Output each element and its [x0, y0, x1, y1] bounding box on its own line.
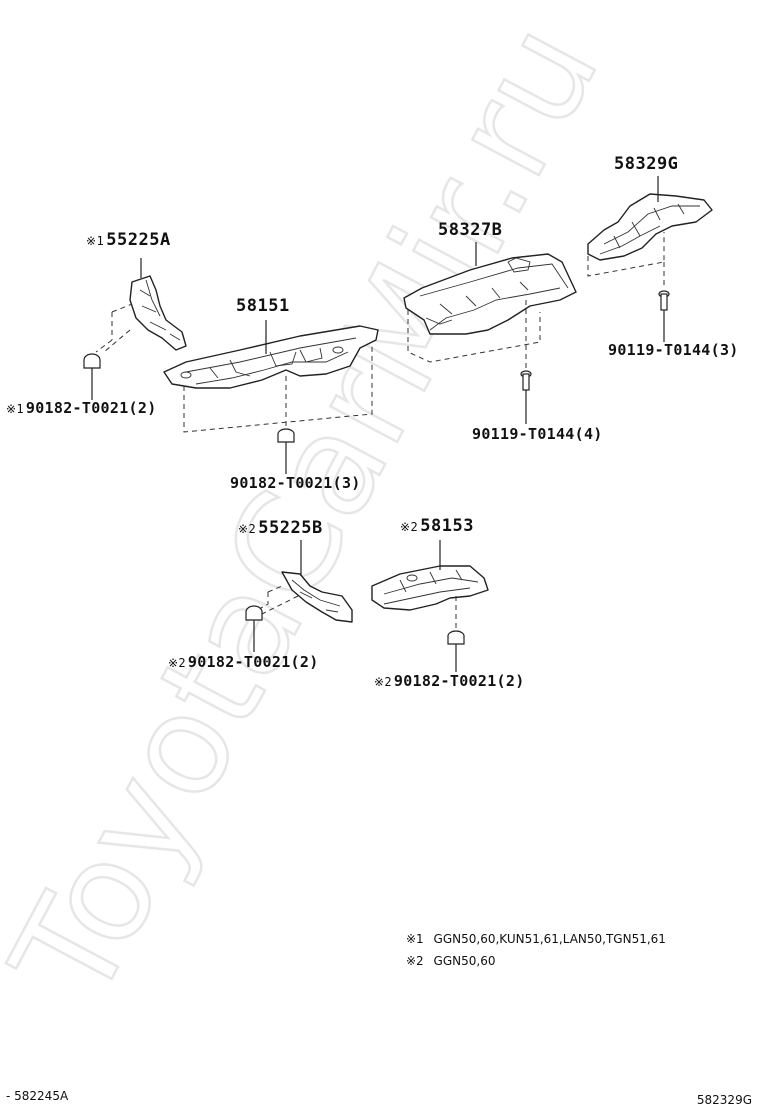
nut-90182-a-drawing [83, 353, 101, 400]
part-number: 58327B [438, 220, 503, 240]
nut-90182-c-drawing [245, 605, 263, 652]
note-1: ※1 GGN50,60,KUN51,61,LAN50,TGN51,61 [406, 933, 666, 945]
nut-90182-d-drawing [447, 630, 465, 672]
part-number: 58151 [236, 296, 290, 316]
part-label-58327b[interactable]: 58327B [438, 222, 502, 239]
bolt-90119-a-drawing [520, 370, 532, 424]
fastener-label-90182-b[interactable]: 90182-T0021(3) [230, 476, 361, 491]
part-label-58151[interactable]: 58151 [236, 298, 290, 315]
fastener-number: 90119-T0144(4) [472, 425, 603, 443]
part-number: 55225A [106, 230, 171, 250]
note-mark: ※1 [406, 932, 424, 946]
applicability-mark: ※2 [168, 656, 186, 670]
applicability-mark: ※1 [86, 234, 105, 248]
fastener-number: 90119-T0144(3) [608, 341, 739, 359]
applicability-mark: ※2 [238, 522, 257, 536]
bolt-90119-b-drawing [658, 290, 670, 342]
insulator-58327b-drawing [403, 242, 577, 368]
note-text: GGN50,60,KUN51,61,LAN50,TGN51,61 [433, 932, 666, 946]
part-number: 58153 [420, 516, 474, 536]
part-number: 55225B [258, 518, 323, 538]
insulator-58153-drawing [371, 540, 489, 628]
note-2: ※2 GGN50,60 [406, 955, 495, 967]
fastener-label-90119-a[interactable]: 90119-T0144(4) [472, 427, 603, 442]
note-text: GGN50,60 [433, 954, 496, 968]
fastener-number: 90182-T0021(2) [393, 672, 525, 690]
applicability-mark: ※2 [374, 675, 392, 689]
part-label-58329g[interactable]: 58329G [614, 156, 678, 173]
fastener-label-90119-b[interactable]: 90119-T0144(3) [608, 343, 739, 358]
insulator-58329g-drawing [587, 176, 713, 288]
insulator-58151-drawing [163, 320, 379, 433]
fastener-number: 90182-T0021(3) [230, 474, 361, 492]
part-number: 58329G [614, 154, 679, 174]
bracket-55225b-drawing [253, 540, 353, 623]
fastener-number: 90182-T0021(2) [25, 399, 157, 417]
applicability-mark: ※2 [400, 520, 419, 534]
nut-90182-b-drawing [277, 428, 295, 474]
footer-right-code: 582329G [696, 1093, 752, 1107]
applicability-mark: ※1 [6, 402, 24, 416]
footer-left-code: - 582245A [6, 1089, 69, 1103]
fastener-number: 90182-T0021(2) [187, 653, 319, 671]
note-mark: ※2 [406, 954, 424, 968]
bracket-55225a-drawing [95, 258, 187, 353]
